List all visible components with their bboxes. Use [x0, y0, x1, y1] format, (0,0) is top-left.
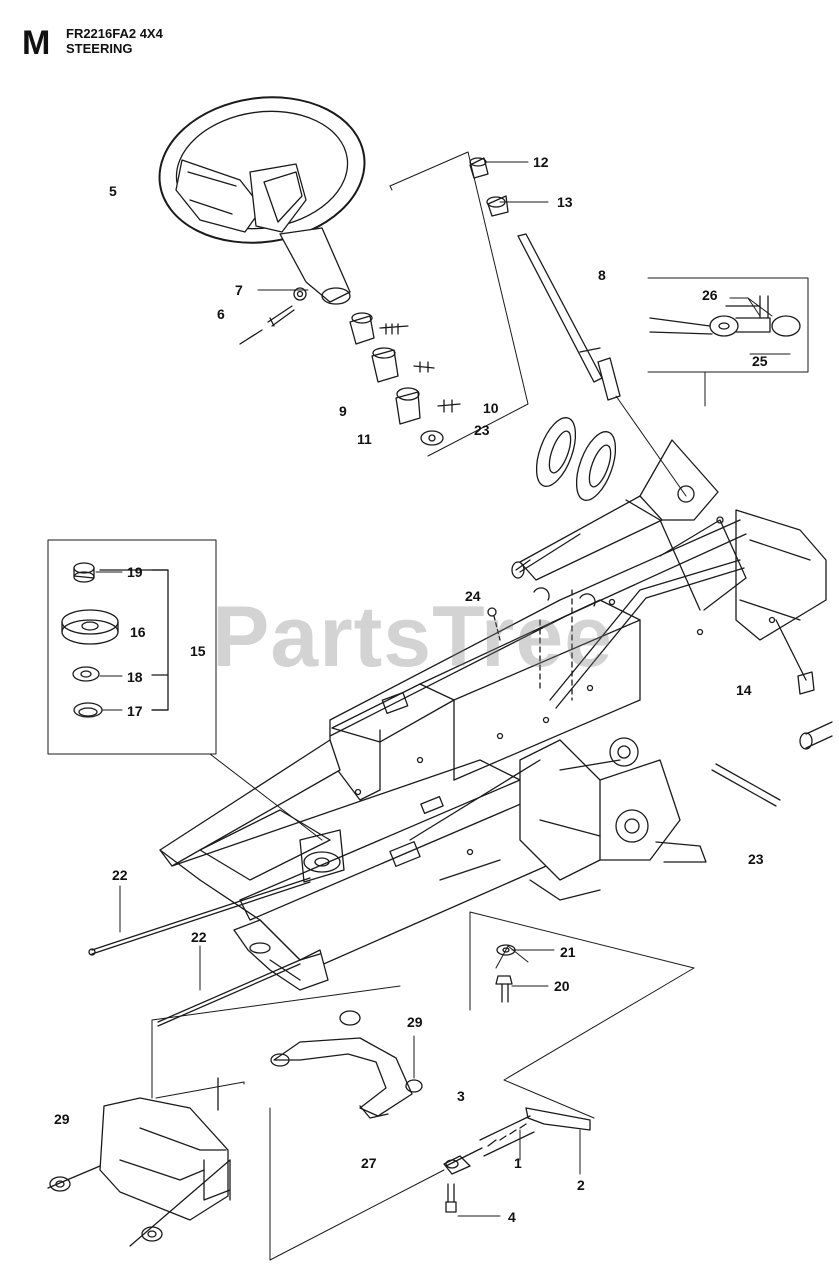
part-label-11[interactable]: 11	[357, 431, 372, 447]
part-label-24[interactable]: 23	[748, 851, 764, 867]
part-label-16[interactable]: 16	[130, 624, 146, 640]
section-letter: M	[22, 24, 51, 62]
part-label-23[interactable]: 23	[474, 422, 490, 438]
steering-shaft	[469, 157, 695, 503]
part-label-15[interactable]: 15	[190, 643, 206, 659]
part-label-18[interactable]: 18	[127, 669, 143, 685]
part-label-22b[interactable]: 22	[191, 929, 207, 945]
lower-frame-mount	[47, 1077, 445, 1261]
watermark: PartsTree	[212, 589, 614, 685]
part-label-21[interactable]: 21	[560, 944, 576, 960]
callout-leaders	[95, 161, 791, 1217]
part-label-9[interactable]: 9	[339, 403, 347, 419]
part-label-1[interactable]: 1	[514, 1155, 522, 1171]
part-label-29a[interactable]: 29	[407, 1014, 423, 1030]
part-label-3[interactable]: 3	[457, 1088, 465, 1104]
pulley-assembly	[61, 562, 169, 718]
bolt-and-washer	[495, 944, 516, 1003]
part-label-29b[interactable]: 29	[54, 1111, 70, 1127]
part-label-8[interactable]: 8	[598, 267, 606, 283]
steering-wheel	[158, 96, 366, 305]
part-label-5[interactable]: 5	[109, 183, 117, 199]
part-label-26[interactable]: 25	[752, 353, 768, 369]
diagram-title: STEERING	[66, 41, 133, 56]
part-label-12[interactable]: 12	[533, 154, 549, 170]
part-label-22a[interactable]: 22	[112, 867, 128, 883]
part-label-27[interactable]: 26	[702, 287, 718, 303]
part-label-20[interactable]: 20	[554, 978, 570, 994]
part-label-19[interactable]: 19	[127, 564, 143, 580]
part-label-14[interactable]: 14	[736, 682, 752, 698]
part-label-7[interactable]: 7	[235, 282, 243, 298]
part-label-28[interactable]: 27	[361, 1155, 377, 1171]
part-label-6[interactable]: 6	[217, 306, 225, 322]
drag-link	[649, 295, 801, 337]
return-spring-assembly	[443, 1107, 591, 1213]
tie-rods	[88, 877, 321, 1027]
steering-cables	[409, 559, 745, 841]
tractor-frame	[159, 439, 833, 991]
model-number: FR2216FA2 4X4	[66, 26, 163, 41]
part-label-2[interactable]: 2	[577, 1177, 585, 1193]
column-bushings	[239, 287, 461, 446]
part-label-10[interactable]: 10	[483, 400, 499, 416]
part-label-4[interactable]: 4	[508, 1209, 516, 1225]
steering-band	[270, 1010, 423, 1119]
part-label-25[interactable]: 24	[465, 588, 481, 604]
part-label-17[interactable]: 17	[127, 703, 143, 719]
steering-pulleys	[535, 417, 617, 501]
part-label-13[interactable]: 13	[557, 194, 573, 210]
